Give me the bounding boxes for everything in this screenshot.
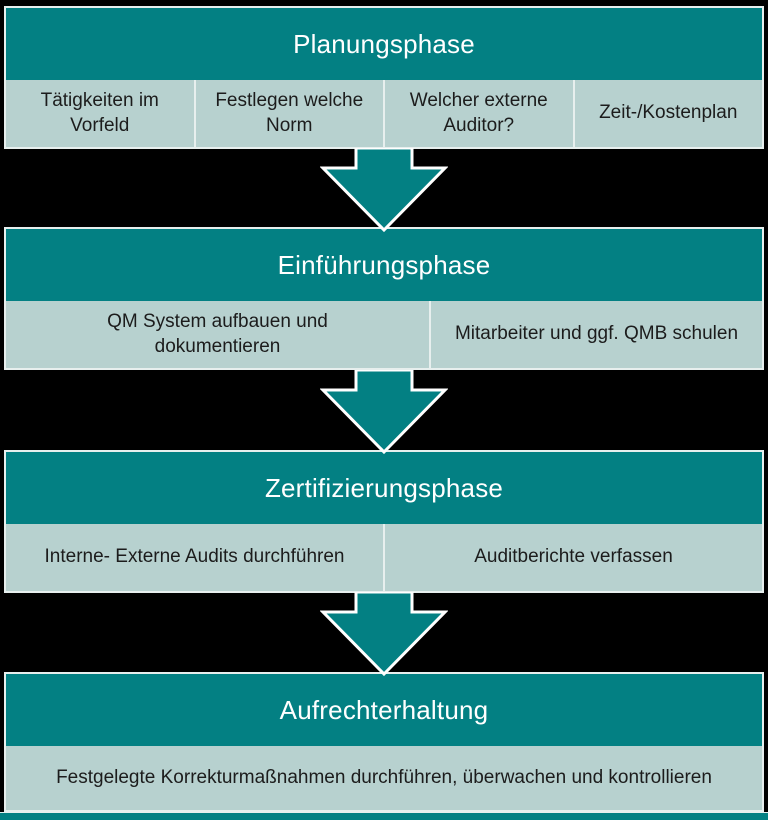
phase-title: Planungsphase <box>6 8 762 80</box>
phase-item: QM System aufbauen und dokumentieren <box>107 310 328 357</box>
down-arrow-icon <box>320 592 448 677</box>
phase-item: Festlegen welche Norm <box>193 80 384 147</box>
phase-title: Aufrechterhaltung <box>6 674 762 746</box>
phase-block-aufrechterhaltung: Aufrechterhaltung Festgelegte Korrekturm… <box>4 672 764 812</box>
phase-block-einfuehrungsphase: Einführungsphase QM System aufbauen und … <box>4 227 764 370</box>
down-arrow-icon <box>320 370 448 455</box>
phase-item: Zeit-/Kostenplan <box>572 80 763 147</box>
phase-item: Auditberichte verfassen <box>383 524 762 591</box>
phase-title: Zertifizierungsphase <box>6 452 762 524</box>
phase-item: Tätigkeiten im Vorfeld <box>40 89 159 136</box>
phase-block-zertifizierungsphase: Zertifizierungsphase Interne- Externe Au… <box>4 450 764 593</box>
phase-items-row: QM System aufbauen und dokumentieren Mit… <box>6 301 762 368</box>
phase-item: Welcher externe Auditor? <box>383 80 573 147</box>
phase-item: Mitarbeiter und ggf. QMB schulen <box>429 301 762 368</box>
phase-items-row: Interne- Externe Audits durchführen Audi… <box>6 524 762 591</box>
phase-items-row: Tätigkeiten im Vorfeld Festlegen welche … <box>6 80 762 147</box>
down-arrow-icon <box>320 148 448 233</box>
phase-item: Festgelegte Korrekturmaßnahmen durchführ… <box>56 766 712 788</box>
bottom-accent-bar <box>0 812 768 820</box>
phase-block-planungsphase: Planungsphase Tätigkeiten im Vorfeld Fes… <box>4 6 764 149</box>
phase-items-row: Festgelegte Korrekturmaßnahmen durchführ… <box>6 746 762 810</box>
phase-item: Interne- Externe Audits durchführen <box>44 546 345 568</box>
phase-title: Einführungsphase <box>6 229 762 301</box>
